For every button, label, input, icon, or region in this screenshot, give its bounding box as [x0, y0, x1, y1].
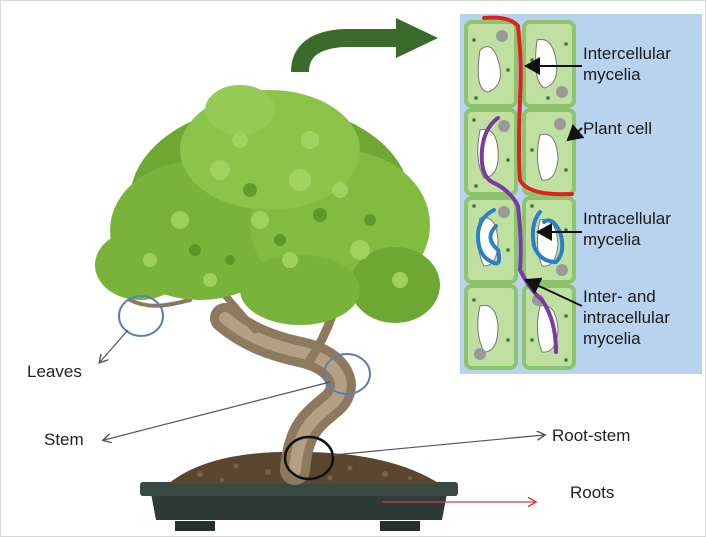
stem-label: Stem: [44, 430, 84, 450]
inter-intracellular-mycelia-label: Inter- and intracellular mycelia: [583, 286, 670, 349]
roots-label: Roots: [570, 483, 614, 503]
root-stem-label: Root-stem: [552, 426, 630, 446]
plant-cell-label: Plant cell: [583, 118, 652, 139]
leaves-label: Leaves: [27, 362, 82, 382]
intracellular-mycelia-label: Intracellular mycelia: [583, 208, 671, 250]
intercellular-mycelia-label: Intercellular mycelia: [583, 43, 671, 85]
